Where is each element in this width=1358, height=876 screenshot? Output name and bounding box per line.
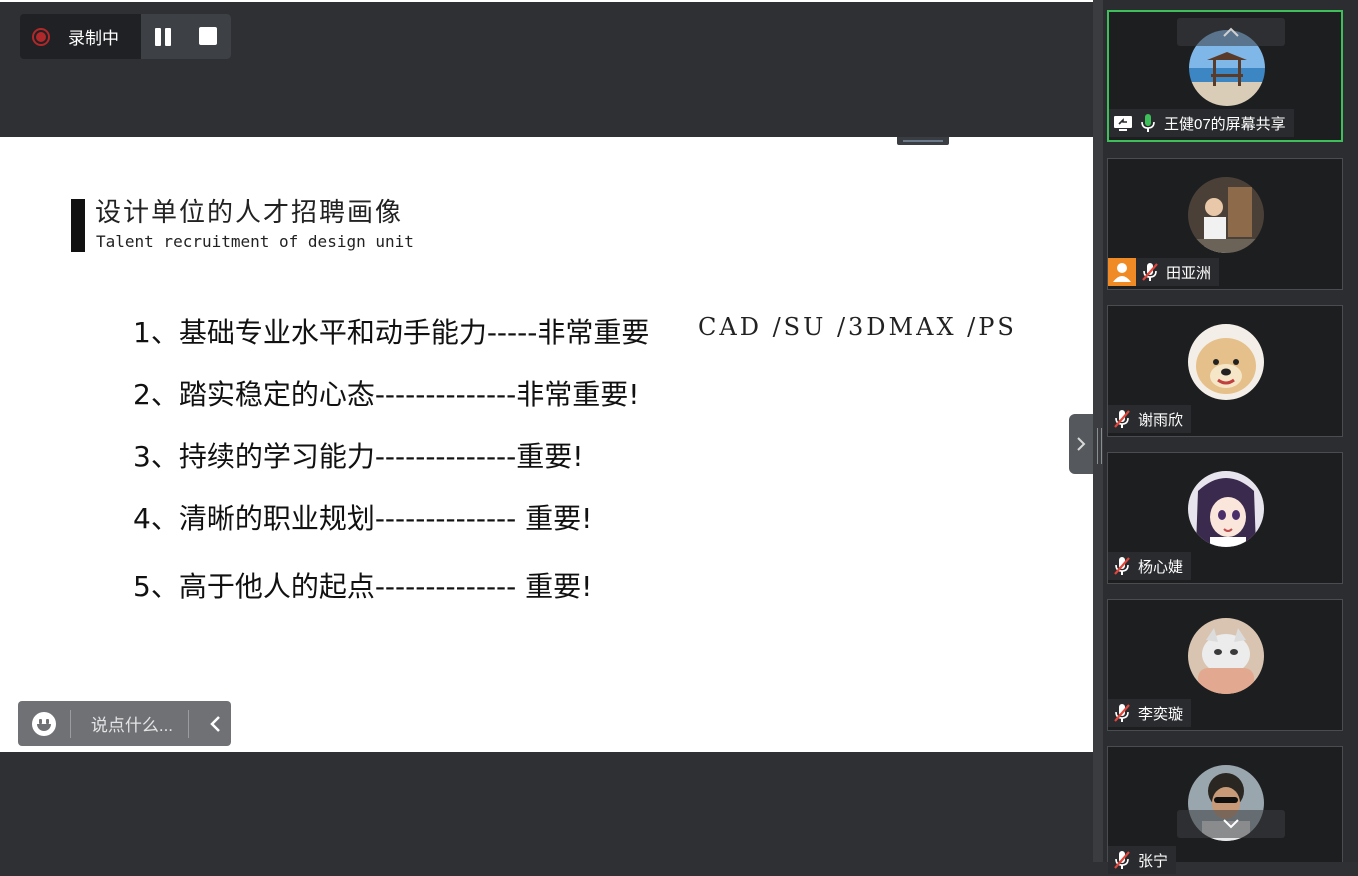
microphone-muted-icon [1111, 408, 1133, 430]
recording-label: 录制中 [68, 29, 119, 48]
participant-name-tag: 谢雨欣 [1108, 405, 1192, 433]
chevron-up-icon[interactable] [1177, 18, 1285, 46]
chevron-down-icon[interactable] [1177, 810, 1285, 838]
recording-status: 录制中 [20, 14, 141, 59]
microphone-muted-icon [1111, 849, 1133, 871]
participant-name: 杨心婕 [1138, 558, 1184, 576]
avatar [1188, 177, 1264, 253]
participant-name: 王健07的屏幕共享 [1164, 115, 1286, 133]
shared-slide: 设计单位的人才招聘画像 Talent recruitment of design… [0, 137, 1093, 752]
microphone-muted-icon [1139, 261, 1161, 283]
microphone-muted-icon [1111, 702, 1133, 724]
title-accent-bar [71, 199, 85, 252]
panel-divider[interactable] [1093, 0, 1103, 862]
slide-item-2: 2、踏实稳定的心态--------------非常重要! [133, 378, 640, 411]
participant-name: 张宁 [1138, 852, 1169, 870]
participant-tile[interactable]: 田亚洲 [1107, 158, 1343, 290]
slide-title-en: Talent recruitment of design unit [96, 232, 414, 251]
participant-name: 李奕璇 [1138, 705, 1184, 723]
participant-name-tag: 李奕璇 [1108, 699, 1192, 727]
stop-icon[interactable] [199, 27, 217, 45]
recording-control: 录制中 [20, 14, 231, 59]
chat-input-bar: 说点什么... [18, 701, 231, 746]
top-edge [0, 0, 1093, 2]
slide-handle[interactable] [897, 137, 949, 145]
slide-item-1: 1、基础专业水平和动手能力-----非常重要 [133, 316, 650, 349]
chevron-left-icon[interactable] [201, 709, 231, 739]
participant-name: 田亚洲 [1166, 264, 1212, 282]
chat-divider [188, 709, 190, 738]
participant-name-tag: 杨心婕 [1108, 552, 1192, 580]
participant-tile[interactable]: 谢雨欣 [1107, 305, 1343, 437]
slide-title-cn: 设计单位的人才招聘画像 [95, 198, 404, 228]
participant-name: 谢雨欣 [1138, 411, 1184, 429]
slide-item-5: 5、高于他人的起点-------------- 重要! [133, 570, 593, 603]
screen-share-icon [1112, 112, 1134, 134]
emoji-icon[interactable] [32, 711, 56, 736]
avatar [1188, 471, 1264, 547]
chat-input[interactable]: 说点什么... [90, 716, 174, 735]
host-badge-icon [1108, 258, 1136, 286]
participant-tile[interactable]: 王健07的屏幕共享 [1107, 10, 1343, 142]
participant-name-tag: 王健07的屏幕共享 [1109, 109, 1294, 137]
participant-tile[interactable]: 杨心婕 [1107, 452, 1343, 584]
avatar [1188, 618, 1264, 694]
record-icon [32, 27, 50, 46]
microphone-icon [1137, 112, 1159, 134]
chevron-right-icon[interactable] [1069, 414, 1093, 474]
participant-tile[interactable]: 李奕璇 [1107, 599, 1343, 731]
participant-name-tag: 田亚洲 [1108, 258, 1220, 286]
chat-divider [69, 709, 71, 738]
recording-buttons [141, 14, 231, 59]
microphone-muted-icon [1111, 555, 1133, 577]
avatar [1188, 324, 1264, 400]
participant-name-tag: 张宁 [1108, 846, 1177, 874]
participant-tile[interactable]: 张宁 [1107, 746, 1343, 874]
slide-item-3: 3、持续的学习能力--------------重要! [133, 440, 584, 473]
resize-grip[interactable] [1097, 428, 1102, 464]
software-list: CAD /SU /3DMAX /PS [698, 313, 1017, 341]
pause-icon[interactable] [153, 26, 175, 48]
slide-item-4: 4、清晰的职业规划-------------- 重要! [133, 502, 593, 535]
